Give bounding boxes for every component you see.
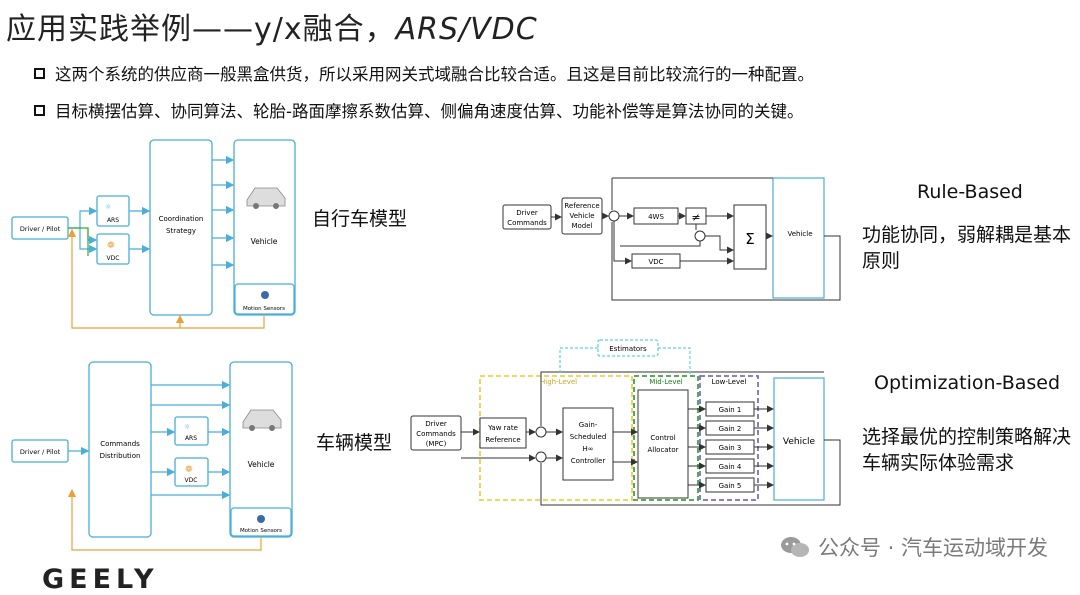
gain-4-label: Gain 4 [719, 463, 742, 471]
label-vehicle-model: 车辆模型 [316, 432, 393, 454]
driver-mpc-label-2: Commands [416, 430, 456, 438]
controller-label-4: Controller [571, 457, 606, 465]
switch-icon: ≠ [691, 211, 700, 224]
watermark: 公众号 · 汽车运动域开发 [780, 532, 1048, 562]
sensors-label: Motion Sensors [243, 306, 285, 312]
driver-mpc-box [410, 415, 462, 451]
driver-commands-label-1: Driver [516, 209, 538, 217]
gain-5-label: Gain 5 [719, 482, 742, 490]
checkbox-square-icon [34, 67, 45, 79]
car-wheel-icon [253, 203, 259, 209]
mid-level-region [633, 375, 699, 501]
bullet-1-text: 这两个系统的供应商一般黑盒供货，所以采用网关式域融合比较合适。且这是目前比较流行… [55, 65, 814, 84]
wechat-icon [780, 537, 809, 557]
controller-label-3: H∞ [582, 445, 593, 453]
brand-logo: GEELY [42, 564, 159, 595]
allocator-label-2: Allocator [647, 446, 678, 454]
yaw-ref-label-1: Yaw rate [487, 424, 518, 432]
allocator-label-1: Control [650, 434, 675, 442]
controller-label-1: Gain- [579, 421, 598, 429]
sum-node [694, 230, 706, 242]
low-level-label: Low-Level [712, 378, 747, 386]
driver-commands-label-2: Commands [507, 219, 547, 227]
car-icon [246, 187, 286, 207]
vdc-label: VDC [185, 477, 198, 484]
sum-node [608, 210, 620, 222]
diagram-distribution: Driver / Pilot Commands Distribution ☼ A… [11, 361, 293, 551]
vehicle-label: Vehicle [248, 460, 275, 469]
label-bicycle-model: 自行车模型 [312, 208, 408, 230]
rule-based-heading: Rule-Based [917, 181, 1023, 203]
strategy-label-1: Coordination [159, 215, 204, 223]
sensors-box [234, 283, 295, 315]
estimators-label: Estimators [609, 345, 647, 353]
high-level-label: High-Level [540, 378, 577, 386]
watermark-text: 公众号 · 汽车运动域开发 [817, 536, 1048, 560]
gain-3-label: Gain 3 [719, 444, 742, 452]
bullet-2: 目标横摆估算、协同算法、轮胎-路面摩擦系数估算、侧偏角速度估算、功能补偿等是算法… [34, 98, 803, 122]
commands-box [88, 361, 152, 538]
reference-label-2: Vehicle [569, 212, 594, 220]
commands-label-1: Commands [100, 440, 140, 448]
title-main: 应用实践举例——y/x融合， [6, 12, 396, 47]
car-icon [242, 409, 282, 429]
vdc-label: VDC [648, 258, 663, 266]
commands-label-2: Distribution [100, 452, 141, 460]
gain-1-label: Gain 1 [719, 406, 742, 414]
vdc-icon: ❁ [185, 465, 193, 475]
sigma-label: Σ [745, 230, 754, 248]
gain-2-label: Gain 2 [719, 425, 742, 433]
vehicle-label: Vehicle [783, 437, 816, 447]
driver-mpc-label-3: (MPC) [426, 440, 447, 448]
vehicle-label: Vehicle [251, 237, 278, 246]
vdc-label: VDC [107, 255, 120, 262]
driver-label: Driver / Pilot [20, 225, 61, 233]
car-wheel-icon [269, 425, 275, 431]
optimization-based-desc: 选择最优的控制策略解决车辆实际体验需求 [862, 426, 1072, 474]
vehicle-box [773, 377, 825, 501]
driver-label: Driver / Pilot [20, 448, 61, 456]
yaw-ref-label-2: Reference [485, 436, 520, 444]
reference-label-1: Reference [564, 202, 599, 210]
bullet-2-text: 目标横摆估算、协同算法、轮胎-路面摩擦系数估算、侧偏角速度估算、功能补偿等是算法… [55, 102, 804, 121]
mid-level-label: Mid-Level [649, 378, 682, 386]
title-en: ARS/VDC [395, 12, 538, 47]
estimators-box [597, 339, 659, 357]
sum-node [535, 451, 547, 463]
sensor-icon [257, 515, 265, 523]
rule-based-desc: 功能协同，弱解耦是基本原则 [862, 224, 1072, 272]
bullet-1: 这两个系统的供应商一般黑盒供货，所以采用网关式域融合比较合适。且这是目前比较流行… [34, 61, 814, 85]
checkbox-square-icon [34, 104, 45, 116]
diagram-coordination: Driver / Pilot ☼ ARS ❁ VDC Coordination … [11, 139, 296, 329]
car-wheel-icon [249, 425, 255, 431]
allocator-box [637, 389, 689, 499]
sensor-icon [261, 291, 269, 299]
yaw-ref-box [479, 417, 527, 449]
optimization-based-heading: Optimization-Based [874, 372, 1061, 394]
wheel-icon: ☼ [184, 423, 190, 431]
car-wheel-icon [273, 203, 279, 209]
wheel-icon: ☼ [105, 203, 111, 211]
slide-title: 应用实践举例——y/x融合，ARS/VDC [6, 4, 538, 48]
sensors-label: Motion Sensors [240, 528, 282, 534]
controller-box [562, 407, 614, 481]
reference-label-3: Model [571, 222, 592, 230]
sum-node [535, 426, 547, 438]
low-level-region [699, 375, 759, 501]
controller-label-2: Scheduled [570, 433, 607, 441]
ars-label: ARS [185, 435, 197, 442]
vehicle-box [772, 177, 825, 299]
ars-label: ARS [107, 217, 119, 224]
diagram-rule-based: Driver Commands Reference Vehicle Model … [502, 177, 841, 301]
driver-mpc-label-1: Driver [425, 420, 447, 428]
vehicle-label: Vehicle [787, 230, 812, 238]
strategy-label-2: Strategy [166, 227, 196, 235]
fws-label: 4WS [648, 213, 664, 221]
vdc-icon: ❁ [107, 241, 115, 251]
diagram-optimization: Estimators High-Level Mid-Level Low-Leve… [410, 339, 841, 506]
